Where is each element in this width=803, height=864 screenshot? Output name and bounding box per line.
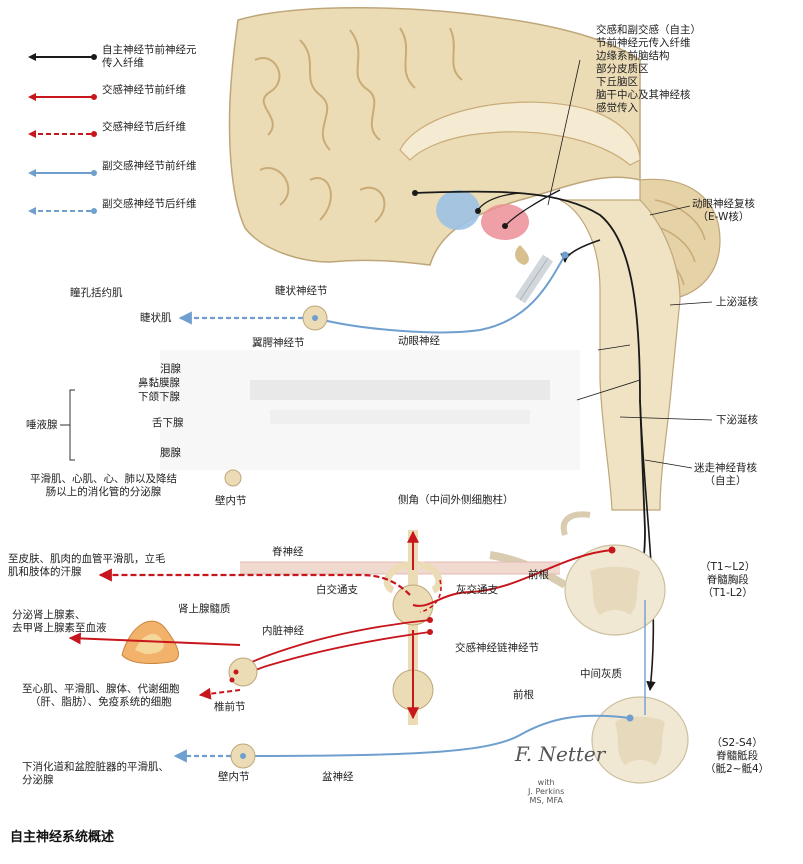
splanchnic-label: 内脏神经	[262, 625, 304, 637]
artist-signature: F. Netter	[515, 742, 606, 766]
ew-nucleus-label: 动眼神经复核 （E-W核）	[692, 198, 755, 224]
brain-note-line: 交感和副交感（自主）	[596, 24, 701, 36]
skin-targets-line: 肌和肢体的汗腺	[8, 566, 82, 578]
sacral-line: （S2-S4）	[711, 737, 763, 749]
ew-nucleus-line: （E-W核）	[697, 211, 750, 223]
legend-swatch-parasympathetic-post	[28, 207, 97, 215]
organ-targets-line: （肝、脂肪）、免疫系统的细胞	[29, 696, 172, 708]
legend-swatch-afferent	[28, 53, 97, 61]
sacral-line: （骶2~骶4）	[705, 763, 770, 775]
adrenal-targets-label: 分泌肾上腺素、 去甲肾上腺素至血液	[12, 609, 107, 635]
artist-credit-line: J. Perkins	[528, 787, 565, 796]
intramural-ganglion-bottom-label: 壁内节	[218, 771, 250, 783]
adrenal-gland	[121, 620, 179, 664]
adrenal-targets-line: 分泌肾上腺素、	[12, 609, 86, 621]
lateral-horn-label: 侧角（中间外侧细胞柱）	[398, 494, 514, 506]
legend-text: 副交感神经节后纤维	[102, 198, 197, 210]
superior-salivatory-label: 上泌涎核	[716, 296, 758, 308]
legend-swatch-parasympathetic-pre	[28, 169, 97, 177]
legend-text: 副交感神经节前纤维	[102, 160, 197, 172]
artist-credit: with J. Perkins MS, MFA	[528, 778, 564, 805]
prevertebral-label: 椎前节	[214, 701, 246, 713]
sacral-spinal-cord	[591, 696, 689, 784]
legend-text: 交感神经节后纤维	[102, 121, 186, 133]
skin-targets-line: 至皮肤、肌肉的血管平滑肌，立毛	[8, 553, 166, 565]
legend-text: 交感神经节前纤维	[102, 84, 186, 96]
ew-nucleus-line: 动眼神经复核	[692, 198, 755, 210]
sphincter-pupillae-label: 瞳孔括约肌	[70, 287, 123, 299]
brain-note: 交感和副交感（自主） 节前神经元传入纤维 边缘系前脑结构 部分皮质区 下丘脑区 …	[596, 24, 701, 115]
brain	[228, 6, 721, 511]
oculomotor-nerve-label: 动眼神经	[398, 335, 440, 347]
sympathetic-chain-label: 交感神经链神经节	[455, 642, 539, 654]
sublingual-label: 舌下腺	[152, 417, 184, 429]
adrenal-targets-line: 去甲肾上腺素至血液	[12, 622, 107, 634]
spinal-nerve-label: 脊神经	[272, 546, 304, 558]
thoracic-line: （T1-L2）	[702, 587, 753, 599]
ciliary-ganglion-label: 睫状神经节	[275, 285, 328, 297]
legend-text-sub: 传入纤维	[102, 57, 144, 69]
brain-note-line: 脑干中心及其神经核	[596, 89, 691, 101]
anterior-root-bottom-label: 前根	[513, 689, 534, 701]
thoracic-spinal-cord	[489, 511, 666, 636]
adrenal-medulla-label: 肾上腺髓质	[178, 603, 231, 615]
vagus-dorsal-label: 迷走神经背核 （自主）	[694, 462, 757, 488]
inferior-salivatory-label: 下泌涎核	[716, 414, 758, 426]
anterior-root-top-label: 前根	[528, 569, 549, 581]
artist-credit-line: with	[537, 778, 555, 787]
smooth-muscle-line: 平滑肌、心肌、心、肺以及降结	[30, 473, 177, 485]
organ-targets-line: 至心肌、平滑肌、腺体、代谢细胞	[22, 683, 180, 695]
pelvic-targets-label: 下消化道和盆腔脏器的平滑肌、 分泌腺	[22, 761, 169, 787]
pelvic-targets-line: 下消化道和盆腔脏器的平滑肌、	[22, 761, 169, 773]
skin-targets-label: 至皮肤、肌肉的血管平滑肌，立毛 肌和肢体的汗腺	[8, 553, 166, 579]
artist-credit-line: MS, MFA	[529, 796, 563, 805]
intramural-ganglion-top-label: 壁内节	[215, 495, 247, 507]
intermediate-gray-label: 中间灰质	[580, 668, 622, 680]
vagus-dorsal-line: （自主）	[704, 475, 747, 487]
gray-ramus-label: 灰交通支	[456, 584, 498, 596]
smooth-muscle-line: 肠以上的消化管的分泌腺	[45, 486, 162, 498]
pterygopalatine-ganglion-label: 翼腭神经节	[252, 337, 305, 349]
brain-note-line: 感觉传入	[596, 102, 638, 114]
organ-targets-label: 至心肌、平滑肌、腺体、代谢细胞 （肝、脂肪）、免疫系统的细胞	[22, 683, 180, 709]
figure-caption: 自主神经系统概述	[10, 830, 115, 845]
ciliary-muscle-label: 睫状肌	[140, 312, 172, 324]
salivary-glands-label: 唾液腺	[26, 419, 58, 431]
brain-note-line: 节前神经元传入纤维	[596, 37, 691, 49]
brain-note-line: 边缘系前脑结构	[596, 50, 670, 62]
pelvic-nerve-label: 盆神经	[322, 771, 354, 783]
legend-text: 自主神经节前神经元	[102, 44, 197, 56]
thoracic-line: 脊髓胸段	[706, 574, 749, 586]
sacral-label: （S2-S4） 脊髓骶段 （骶2~骶4）	[705, 737, 769, 776]
smooth-muscle-label: 平滑肌、心肌、心、肺以及降结 肠以上的消化管的分泌腺	[30, 473, 177, 499]
brain-note-line: 部分皮质区	[596, 63, 649, 75]
nasal-mucosa-label: 鼻黏膜腺	[138, 377, 180, 389]
lacrimal-label: 泪腺	[160, 363, 181, 375]
sacral-line: 脊髓骶段	[716, 750, 759, 762]
thoracic-label: （T1~L2） 脊髓胸段 （T1-L2）	[700, 561, 755, 600]
submandibular-label: 下颌下腺	[138, 391, 180, 403]
vagus-dorsal-line: 迷走神经背核	[694, 462, 757, 474]
legend-swatch-sympathetic-pre	[28, 93, 97, 101]
white-ramus-label: 白交通支	[316, 584, 358, 596]
pelvic-targets-line: 分泌腺	[22, 774, 54, 786]
legend-swatch-sympathetic-post	[28, 130, 97, 138]
brain-note-line: 下丘脑区	[596, 76, 638, 88]
parotid-label: 腮腺	[160, 447, 181, 459]
thoracic-line: （T1~L2）	[700, 561, 756, 573]
